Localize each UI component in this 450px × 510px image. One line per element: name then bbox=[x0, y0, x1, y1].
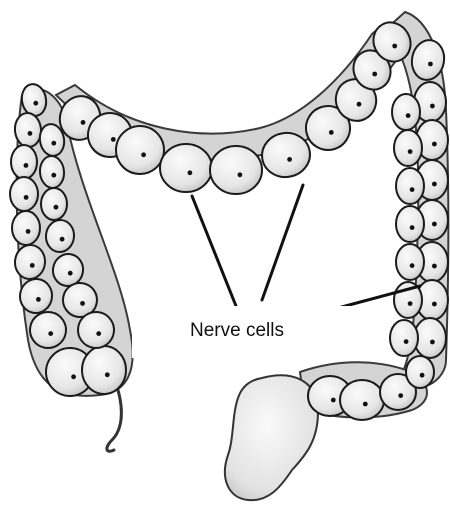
nerve-cell-dot bbox=[33, 101, 38, 106]
nerve-cell-dot bbox=[141, 152, 146, 157]
nerve-cells-label: Nerve cells bbox=[190, 320, 284, 341]
nerve-cell-dot bbox=[24, 163, 29, 168]
nerve-cell-dot bbox=[408, 301, 413, 306]
rectum bbox=[225, 375, 318, 500]
nerve-cell-dot bbox=[432, 264, 437, 269]
colon-segment bbox=[82, 346, 126, 394]
colon-segment bbox=[390, 320, 418, 356]
nerve-cell-dot bbox=[432, 302, 437, 307]
nerve-cell-dot bbox=[24, 195, 29, 200]
colon-segment bbox=[160, 144, 212, 192]
nerve-cell-dot bbox=[26, 229, 31, 234]
nerve-cell-dot bbox=[420, 373, 425, 378]
nerve-cell-dot bbox=[410, 187, 415, 192]
nerve-cell-dot bbox=[331, 398, 336, 403]
nerve-cell-dot bbox=[372, 72, 377, 77]
colon-segment bbox=[41, 188, 67, 220]
nerve-cell-dot bbox=[80, 301, 85, 306]
nerve-cell-dot bbox=[48, 331, 53, 336]
colon-segment bbox=[12, 211, 40, 245]
nerve-cell-dot bbox=[432, 142, 437, 147]
nerve-cell-dot bbox=[188, 170, 193, 175]
nerve-cell-dot bbox=[363, 402, 368, 407]
nerve-cell-dot bbox=[392, 44, 397, 49]
nerve-cell-dot bbox=[51, 141, 56, 146]
nerve-cell-dot bbox=[68, 271, 73, 276]
colon-segment bbox=[392, 94, 420, 130]
nerve-cell-dot bbox=[408, 149, 413, 154]
pointer-line-left bbox=[192, 196, 236, 306]
nerve-cell-dot bbox=[410, 263, 415, 268]
nerve-cell-dot bbox=[432, 222, 437, 227]
colon-segment bbox=[340, 380, 384, 420]
nerve-cell-dot bbox=[71, 374, 76, 379]
nerve-cell-dot bbox=[410, 225, 415, 230]
pointer-lines bbox=[192, 185, 420, 312]
nerve-cell-dot bbox=[30, 263, 35, 268]
nerve-cell-dot bbox=[96, 331, 101, 336]
nerve-cell-dot bbox=[357, 102, 362, 107]
nerve-cell-dot bbox=[428, 62, 433, 67]
nerve-cell-dot bbox=[238, 172, 243, 177]
nerve-cell-dot bbox=[430, 340, 435, 345]
nerve-cell-dot bbox=[111, 137, 116, 142]
colon-segment bbox=[396, 206, 424, 242]
nerve-cell-dot bbox=[406, 113, 411, 118]
nerve-cell-dot bbox=[329, 130, 334, 135]
nerve-cell-dot bbox=[51, 173, 56, 178]
nerve-cell-dot bbox=[432, 182, 437, 187]
nerve-cell-dot bbox=[398, 393, 403, 398]
colon-segment bbox=[406, 356, 434, 388]
nerve-cell-dot bbox=[36, 297, 41, 302]
colon-segment bbox=[210, 146, 262, 194]
colon-segment bbox=[10, 177, 38, 211]
pointer-line-middle bbox=[262, 185, 303, 300]
nerve-cell-dot bbox=[81, 120, 86, 125]
nerve-cell-dot bbox=[404, 339, 409, 344]
nerve-cell-dot bbox=[28, 131, 33, 136]
nerve-cell-dot bbox=[287, 157, 292, 162]
nerve-cell-dot bbox=[60, 237, 65, 242]
nerve-cell-dot bbox=[54, 205, 59, 210]
appendix bbox=[107, 390, 121, 451]
colon-segment bbox=[394, 130, 422, 166]
nerve-cell-dot bbox=[430, 104, 435, 109]
colon-segment bbox=[396, 168, 424, 204]
nerve-cell-dot bbox=[105, 372, 110, 377]
colon-segment bbox=[11, 145, 37, 179]
colon-segment bbox=[396, 244, 424, 280]
